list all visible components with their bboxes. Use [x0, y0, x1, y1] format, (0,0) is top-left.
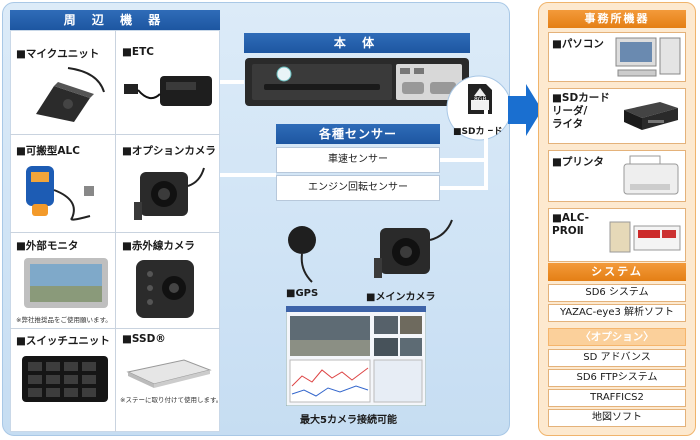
switch-unit-label: ■スイッチユニット [16, 335, 110, 347]
option-item-sd-advance: SD アドバンス [548, 349, 686, 367]
system-title: システム [548, 263, 686, 281]
portable-alc-label: ■可搬型ALC [16, 145, 80, 157]
engine-rpm-sensor: エンジン回転センサー [276, 175, 440, 201]
switch-unit-image [22, 356, 108, 402]
infrared-camera-label: ■赤外線カメラ [122, 240, 195, 252]
multi-camera-screenshot [286, 306, 426, 406]
optional-camera-label: ■オプションカメラ [122, 145, 216, 157]
portable-alc-image [26, 166, 94, 221]
ssd-label: ■SSD® [122, 333, 166, 345]
option-item-traffics2: TRAFFICS2 [548, 389, 686, 407]
peripherals-divider [10, 328, 220, 329]
infrared-camera-image [136, 260, 194, 318]
peripherals-divider [10, 232, 220, 233]
gps-image [288, 226, 316, 283]
main-unit-title: 本 体 [244, 33, 470, 53]
main-unit-image [245, 58, 469, 106]
transfer-arrow [508, 84, 542, 136]
option-item-ftp: SD6 FTPシステム [548, 369, 686, 387]
external-monitor-image [24, 258, 108, 308]
ssd-note: ※ステーに取り付けて使用します。 [120, 396, 223, 404]
office-title: 事務所機器 [548, 10, 686, 28]
optional-camera-image [134, 167, 205, 220]
mic-unit-label: ■マイクユニット [16, 48, 100, 60]
peripherals-divider [115, 30, 116, 432]
alc-pro-image [609, 221, 681, 253]
pc-image [615, 37, 681, 77]
sd-card-label: ■SDカード [453, 127, 503, 137]
speed-sensor: 車速センサー [276, 147, 440, 173]
etc-image [124, 76, 212, 106]
printer-label: ■プリンタ [552, 156, 604, 168]
etc-label: ■ETC [122, 46, 154, 58]
external-monitor-label: ■外部モニタ [16, 240, 79, 252]
sd-reader-image [624, 102, 678, 130]
ssd-image [126, 359, 212, 388]
external-monitor-note: ※弊社推奨品をご使用願います。 [16, 316, 112, 324]
gps-label: ■GPS [286, 288, 319, 299]
option-item-map-software: 地図ソフト [548, 409, 686, 427]
sd-card-image [468, 84, 492, 114]
pc-label: ■パソコン [552, 38, 604, 50]
max-cameras-caption: 最大5カメラ接続可能 [300, 415, 397, 426]
main-camera-image [374, 219, 453, 278]
main-camera-label: ■メインカメラ [366, 292, 436, 303]
sensors-title: 各種センサー [276, 124, 440, 144]
option-title: 〈オプション〉 [548, 328, 686, 346]
system-item-sd6: SD6 システム [548, 284, 686, 302]
sd-reader-label: ■SDカード リーダ/ ライタ [552, 92, 610, 130]
peripherals-title: 周 辺 機 器 [10, 10, 220, 30]
system-item-yazac: YAZAC-eye3 解析ソフト [548, 304, 686, 322]
mic-unit-image [36, 67, 105, 122]
printer-image [623, 155, 679, 195]
alc-pro-label: ■ALC- PROⅡ [552, 212, 590, 237]
sd-card-capacity: 8GB [474, 96, 487, 103]
peripherals-divider [10, 134, 220, 135]
